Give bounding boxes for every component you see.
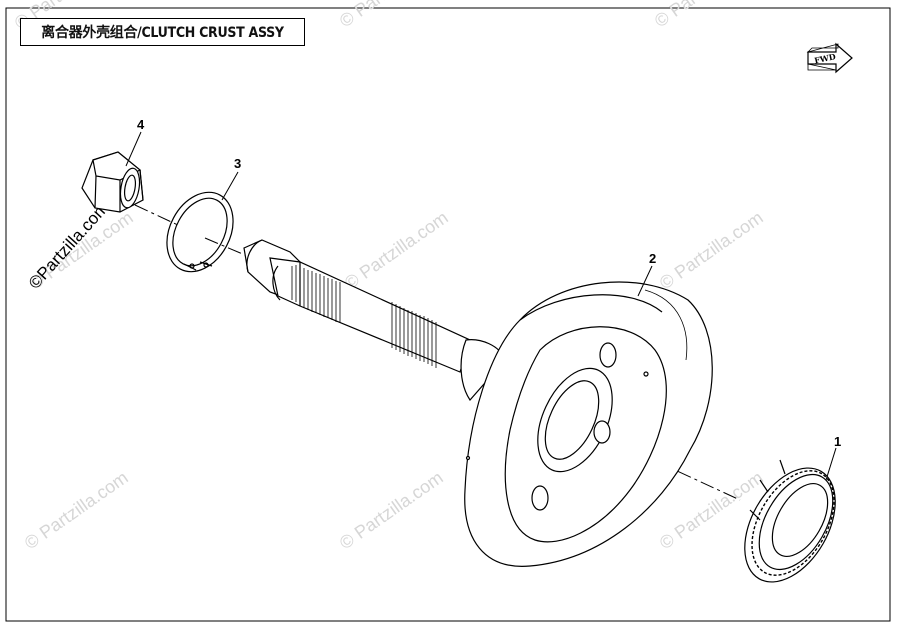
callout-1: 1 [834,434,841,449]
diagram-title: 离合器外壳组合/CLUTCH CRUST ASSY [41,25,284,41]
fwd-arrow-icon: FWD [806,42,853,74]
callout-4: 4 [137,117,145,132]
svg-text:© Partzilla.com: © Partzilla.com [336,467,447,553]
one-way-clutch-bearing [744,459,836,583]
svg-text:© Partzilla.com: © Partzilla.com [336,0,447,31]
page-frame [5,7,891,622]
center-axis-lines [134,204,741,501]
hex-nut [81,151,144,213]
svg-text:© Partzilla.com: © Partzilla.com [656,207,767,293]
callout-leaders [125,131,837,481]
clutch-housing [243,239,713,567]
snap-ring [166,191,234,273]
svg-text:© Partzilla.com: © Partzilla.com [21,467,132,553]
callout-3: 3 [234,156,241,171]
callout-2: 2 [649,251,656,266]
title-box: 离合器外壳组合/CLUTCH CRUST ASSY [20,18,305,46]
svg-text:© Partzilla.com: © Partzilla.com [341,207,452,293]
svg-text:© Partzilla.com: © Partzilla.com [651,0,762,31]
svg-text:FWD: FWD [813,51,836,65]
